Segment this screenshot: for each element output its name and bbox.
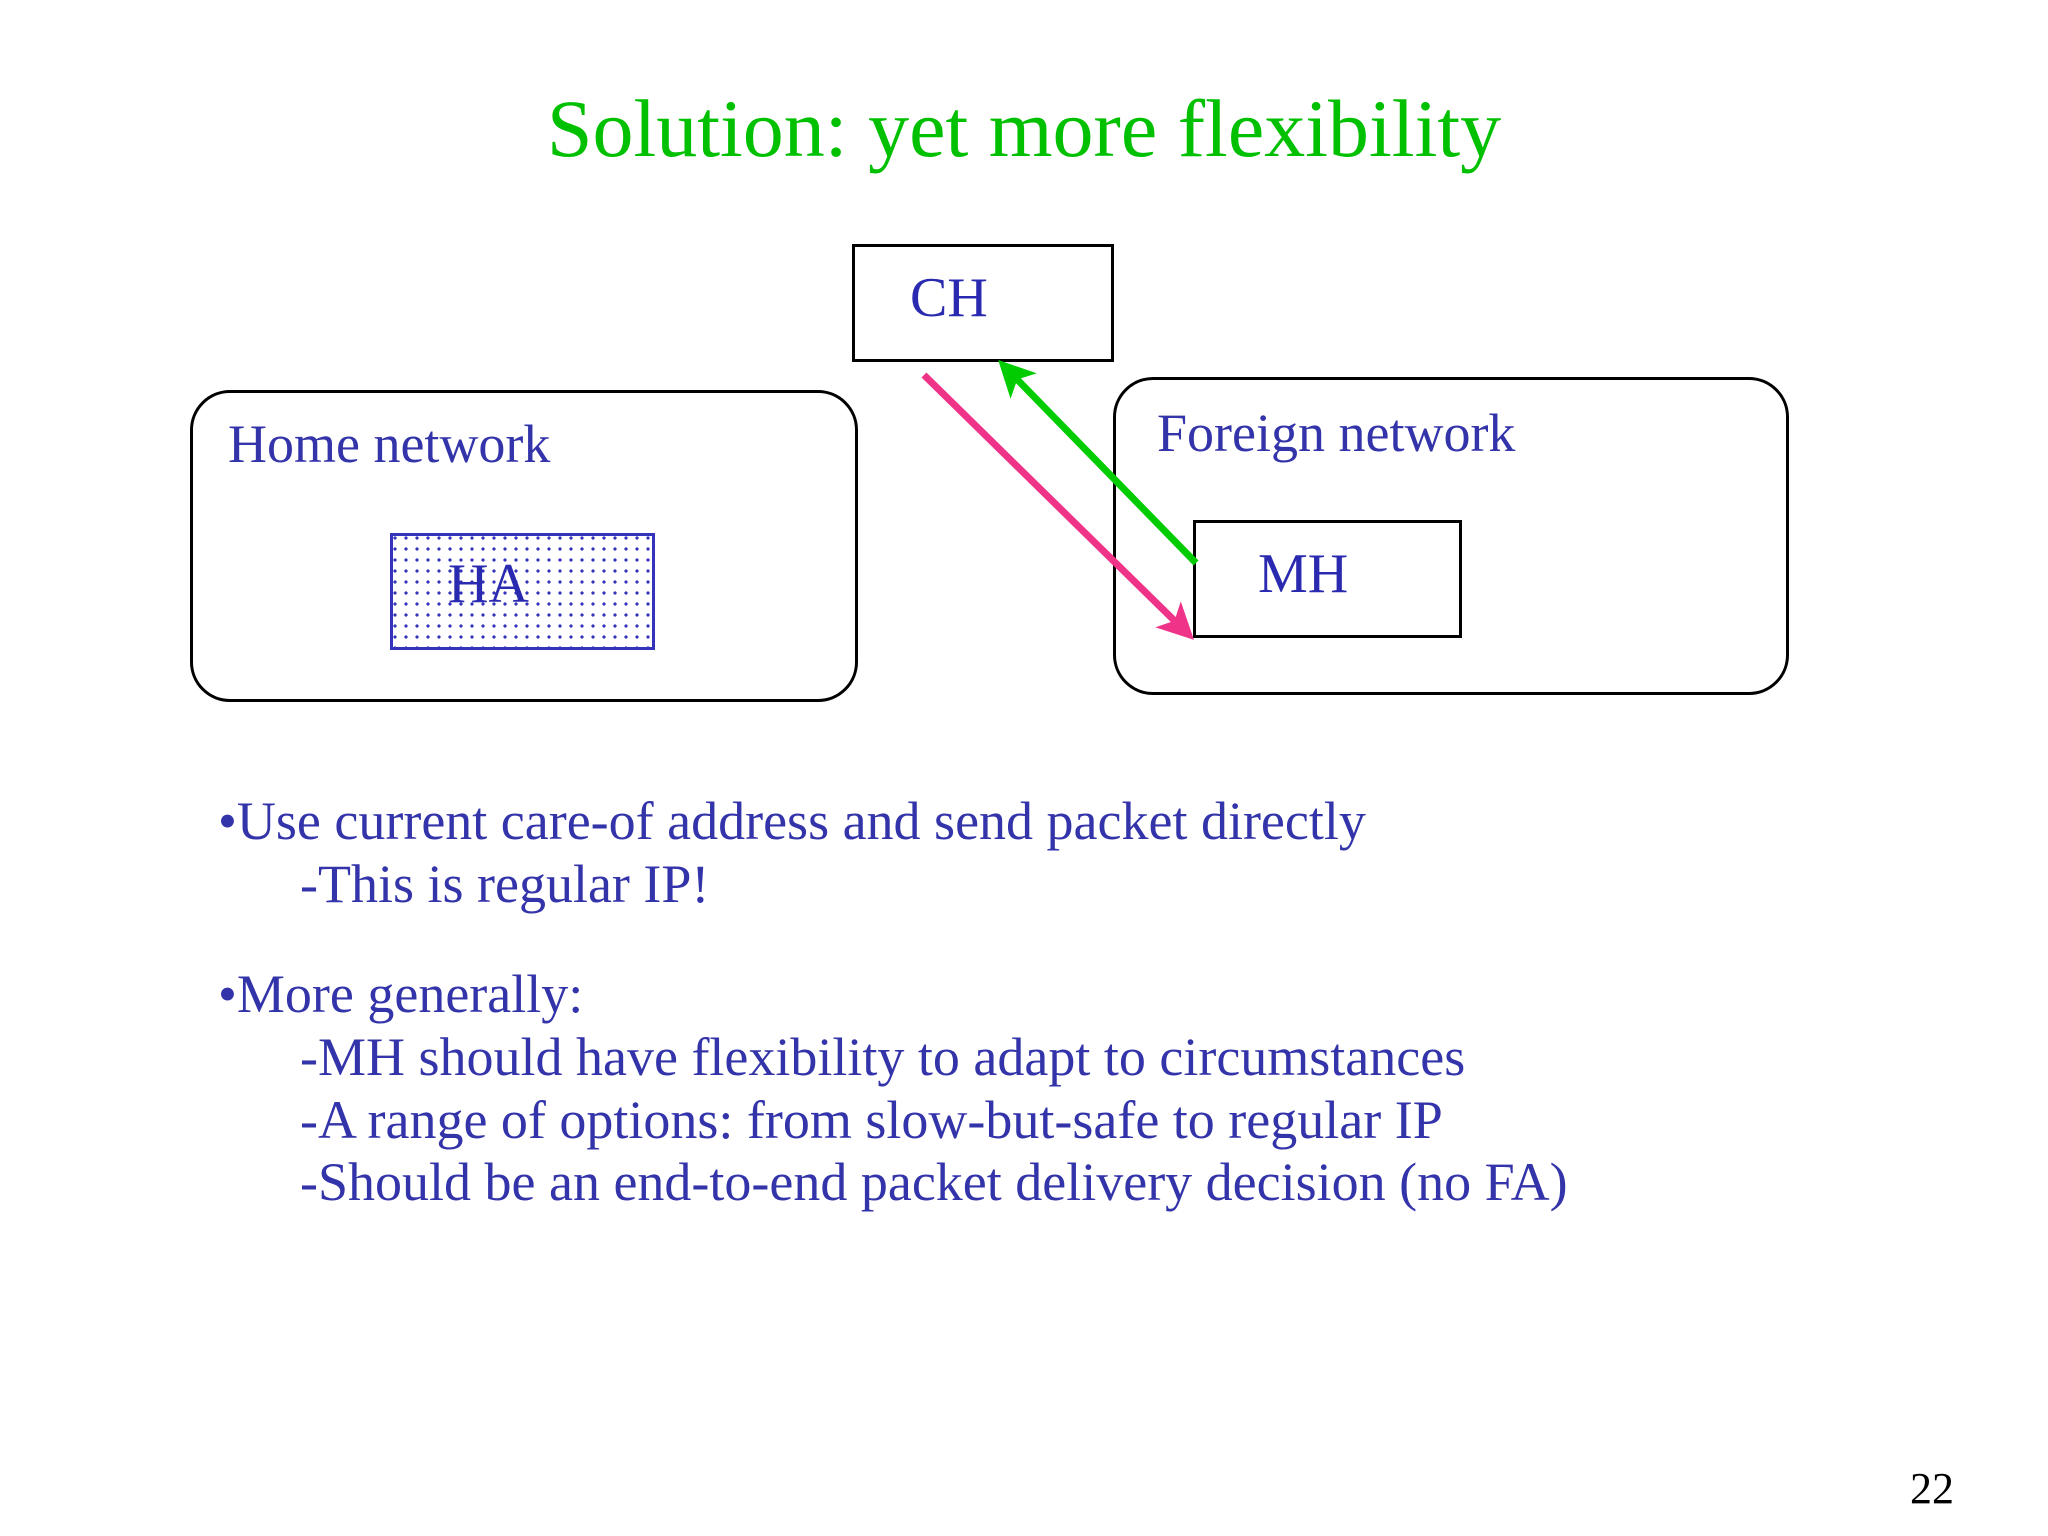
page-title: Solution: yet more flexibility xyxy=(546,83,1502,174)
mh-box xyxy=(1193,520,1462,638)
bullet-item: -This is regular IP! xyxy=(300,853,710,914)
bullet-list: •Use current care-of address and send pa… xyxy=(218,790,1978,1214)
bullet-item: -A range of options: from slow-but-safe … xyxy=(300,1089,1443,1150)
network-diagram: CH Home network HA Foreign network MH xyxy=(0,0,2048,760)
foreign-network-label: Foreign network xyxy=(1157,403,1516,463)
bullet-item: -Should be an end-to-end packet delivery… xyxy=(300,1152,1568,1213)
bullet-spacer xyxy=(218,915,1978,963)
home-network-box xyxy=(190,390,858,702)
mh-box-label: MH xyxy=(1258,543,1349,605)
bullet-item: •Use current care-of address and send pa… xyxy=(218,791,1366,851)
page-number: 22 xyxy=(1910,1464,1954,1513)
ha-box xyxy=(390,533,655,650)
ch-box-label: CH xyxy=(910,267,988,329)
home-network-label: Home network xyxy=(228,414,551,474)
ha-box-label: HA xyxy=(448,553,529,615)
bullet-item: -MH should have flexibility to adapt to … xyxy=(300,1026,1466,1087)
ch-box xyxy=(852,244,1114,362)
bullet-item: •More generally: xyxy=(218,964,584,1025)
